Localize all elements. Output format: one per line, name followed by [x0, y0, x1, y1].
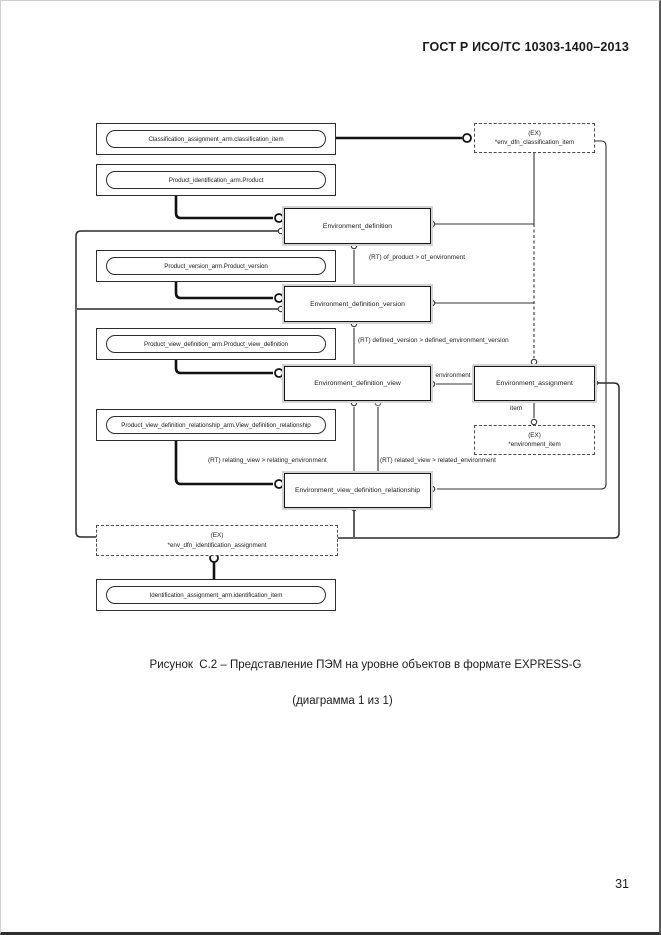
entity-label: Environment_definition_view	[314, 380, 401, 387]
pageref-stadium: Identification_assignment_arm.identifica…	[106, 586, 326, 604]
pageref-stadium: Product_view_definition_relationship_arm…	[106, 416, 326, 434]
pageref-label: Product_view_definition_arm.Product_view…	[144, 340, 288, 348]
entity-label: Environment_definition	[322, 222, 393, 230]
exref-env-dfn-identification-assignment: (EX) *env_dfn_identification_assignment	[96, 525, 338, 556]
page-number: 31	[615, 877, 629, 891]
pageref-identification-item: Identification_assignment_arm.identifica…	[96, 579, 336, 611]
exref-environment-item: (EX) *environment_item	[474, 425, 595, 455]
pageref-label: Classification_assignment_arm.classifica…	[148, 135, 284, 143]
document-header: ГОСТ Р ИСО/ТС 10303-1400–2013	[422, 40, 629, 54]
pageref-label: Product_version_arm.Product_version	[164, 262, 268, 270]
pageref-stadium: Classification_assignment_arm.classifica…	[106, 130, 326, 148]
relation-label-defined-version: (RT) defined_version > defined_environme…	[358, 337, 509, 344]
relation-label-of-product: (RT) of_product > of_environment	[369, 254, 465, 261]
exref-tag: (EX)	[210, 532, 224, 540]
exref-tag: (EX)	[528, 431, 541, 439]
exref-name: *env_dfn_identification_assignment	[167, 541, 267, 549]
pageref-view-definition-relationship: Product_view_definition_relationship_arm…	[96, 409, 336, 441]
exref-env-dfn-classification-item: (EX) *env_dfn_classification_item	[474, 123, 595, 153]
pageref-stadium: Product_version_arm.Product_version	[106, 257, 326, 275]
pageref-stadium: Product_view_definition_arm.Product_view…	[106, 335, 326, 353]
entity-environment-definition-version: Environment_definition_version	[284, 286, 431, 322]
figure-caption: Рисунок С.2 – Представление ПЭМ на уровн…	[149, 659, 582, 671]
figure-caption-subline: (диаграмма 1 из 1)	[292, 695, 393, 707]
relation-label-item: item	[510, 405, 523, 412]
entity-environment-definition: Environment_definition	[284, 208, 431, 244]
pageref-label: Identification_assignment_arm.identifica…	[149, 591, 283, 599]
pageref-product: Product_identification_arm.Product	[96, 164, 336, 196]
exref-name: *env_dfn_classification_item	[494, 139, 575, 146]
pageref-product-view-definition: Product_view_definition_arm.Product_view…	[96, 328, 336, 360]
entity-environment-definition-view: Environment_definition_view	[284, 366, 431, 401]
pageref-classification-item: Classification_assignment_arm.classifica…	[96, 123, 336, 155]
exref-name: *environment_item	[508, 441, 561, 448]
entity-label: Environment_assignment	[496, 380, 573, 387]
entity-environment-view-definition-relationship: Environment_view_definition_relationship	[284, 473, 431, 508]
pageref-product-version: Product_version_arm.Product_version	[96, 250, 336, 282]
pageref-label: Product_view_definition_relationship_arm…	[121, 421, 311, 429]
entity-label: Environment_view_definition_relationship	[294, 487, 421, 494]
pageref-label: Product_identification_arm.Product	[168, 176, 264, 184]
relation-label-relating-view: (RT) relating_view > relating_environmen…	[208, 457, 327, 464]
entity-environment-assignment: Environment_assignment	[474, 366, 595, 401]
exref-tag: (EX)	[528, 129, 541, 137]
entity-label: Environment_definition_version	[310, 300, 405, 308]
pageref-stadium: Product_identification_arm.Product	[106, 171, 326, 189]
relation-label-related-view: (RT) related_view > related_environment	[380, 457, 496, 464]
relation-label-environment: environment	[435, 372, 471, 379]
